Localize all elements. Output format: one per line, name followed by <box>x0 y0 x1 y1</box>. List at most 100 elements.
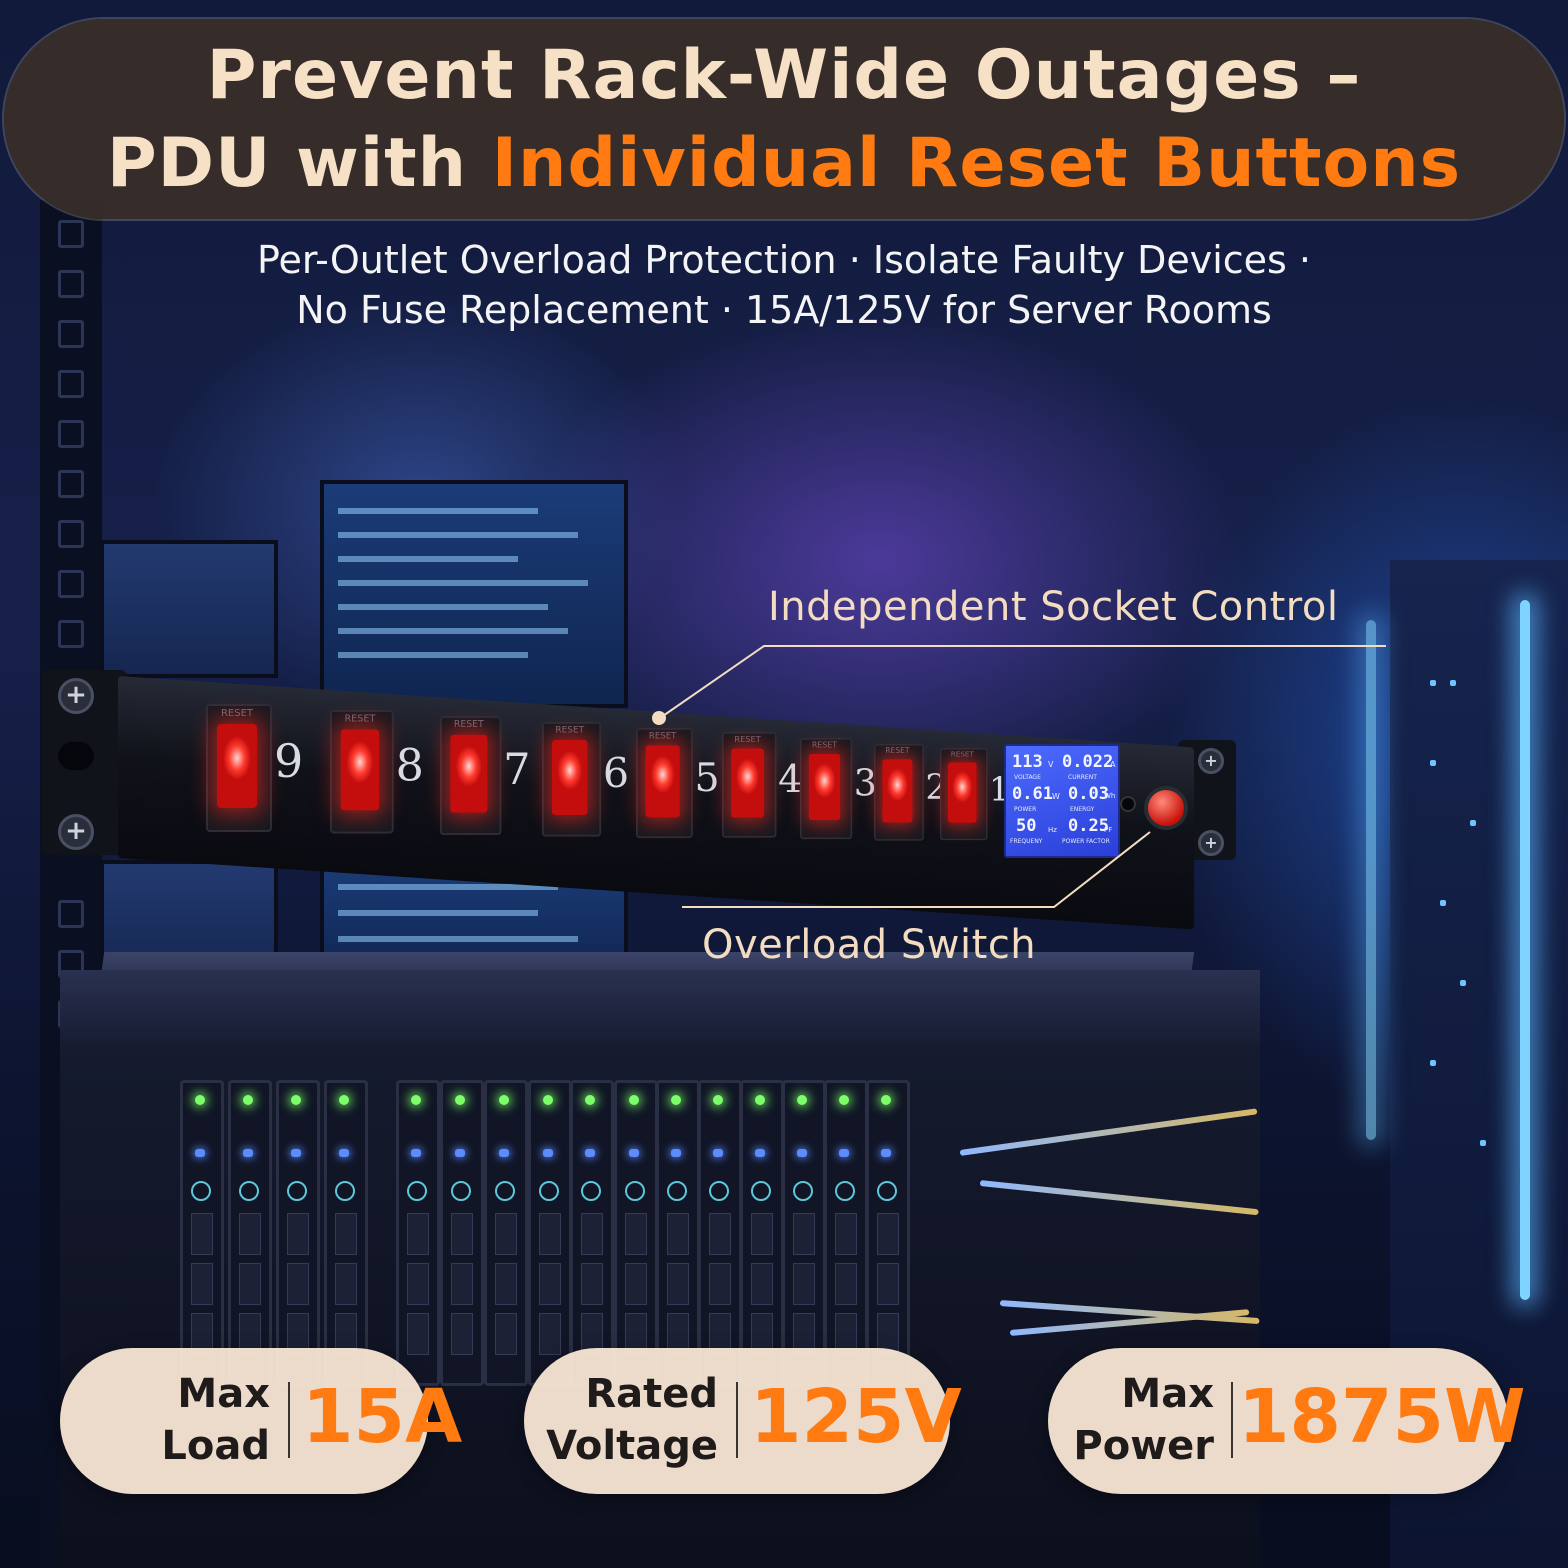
outlet-4-rocker-switch[interactable]: RESET 4 <box>722 732 802 838</box>
rocker[interactable] <box>882 759 913 823</box>
drive-bay <box>866 1080 910 1386</box>
outlet-7-rocker-switch[interactable]: RESET 7 <box>440 716 530 836</box>
power-factor-unit: PF <box>1104 826 1113 834</box>
drive-bay <box>276 1080 320 1386</box>
reset-label: RESET <box>648 731 677 741</box>
drive-bay <box>324 1080 368 1386</box>
power-factor-value: 0.25 <box>1068 816 1109 836</box>
socket-control-callout: Independent Socket Control <box>768 584 1339 630</box>
voltage-unit: V <box>1048 760 1054 769</box>
subtitle-line-2: No Fuse Replacement · 15A/125V for Serve… <box>296 288 1272 332</box>
rocker[interactable] <box>808 753 841 821</box>
drive-bay <box>528 1080 572 1386</box>
rocker[interactable] <box>340 729 380 811</box>
reset-label: RESET <box>220 708 254 719</box>
drive-bay <box>614 1080 658 1386</box>
headline-accent: Individual Reset Buttons <box>491 124 1462 203</box>
drive-bay <box>484 1080 528 1386</box>
power-label: POWER <box>1014 806 1037 813</box>
power-value: 0.61 <box>1012 784 1053 804</box>
reset-label: RESET <box>453 719 484 730</box>
mounting-screw-icon: + <box>1198 748 1224 774</box>
rocker[interactable] <box>217 724 257 808</box>
outlet-number: 8 <box>395 738 424 792</box>
indicator-hole <box>1120 796 1136 812</box>
title-banner <box>4 19 1564 219</box>
energy-value: 0.03 <box>1068 784 1109 804</box>
energy-label: ENERGY <box>1070 806 1095 813</box>
background-panel-left <box>100 540 278 678</box>
outlet-3-rocker-switch[interactable]: RESET 3 <box>800 738 877 840</box>
outlet-6-rocker-switch[interactable]: RESET 6 <box>542 722 629 837</box>
spec-divider <box>1231 1382 1233 1458</box>
voltage-label: VOLTAGE <box>1014 774 1041 781</box>
outlet-5-rocker-switch[interactable]: RESET 5 <box>636 728 720 839</box>
drive-bay <box>656 1080 700 1386</box>
headline-line-1: Prevent Rack-Wide Outages – <box>206 36 1362 115</box>
drive-bay <box>570 1080 614 1386</box>
spec-value: 125V <box>750 1374 962 1460</box>
outlet-number: 5 <box>694 753 720 801</box>
drive-bay <box>824 1080 868 1386</box>
drive-bay <box>396 1080 440 1386</box>
mounting-slot <box>58 742 94 770</box>
frequency-value: 50 <box>1016 816 1037 836</box>
reset-label: RESET <box>734 735 761 745</box>
reset-label: RESET <box>950 750 974 759</box>
overload-switch-callout: Overload Switch <box>702 922 1037 968</box>
drive-bay <box>180 1080 224 1386</box>
light-strip <box>1520 600 1530 1300</box>
reset-label: RESET <box>811 741 838 750</box>
power-meter-display: 113 V VOLTAGE 0.022 A CURRENT 0.61 W POW… <box>1004 744 1120 858</box>
drive-bay <box>440 1080 484 1386</box>
power-factor-label: POWER FACTOR <box>1062 838 1110 845</box>
light-strip-2 <box>1366 620 1376 1140</box>
rocker[interactable] <box>551 739 588 816</box>
reset-label: RESET <box>885 747 910 756</box>
spec-divider <box>736 1382 738 1458</box>
outlet-number: 6 <box>602 748 630 798</box>
voltage-value: 113 <box>1012 752 1043 772</box>
current-label: CURRENT <box>1068 774 1097 781</box>
rocker[interactable] <box>947 762 977 823</box>
drive-bay <box>740 1080 784 1386</box>
spec-value: 1875W <box>1238 1374 1526 1460</box>
socket-control-marker <box>652 711 666 725</box>
mounting-screw-icon: + <box>58 678 94 714</box>
rocker[interactable] <box>731 748 765 818</box>
headline-prefix: PDU with <box>106 124 492 203</box>
headline-line-2: PDU with Individual Reset Buttons <box>0 124 1568 203</box>
background-monitor <box>320 480 628 708</box>
outlet-number: 3 <box>853 761 877 805</box>
outlet-number: 4 <box>778 756 803 802</box>
rocker[interactable] <box>450 734 488 813</box>
reset-label: RESET <box>555 725 585 736</box>
mounting-screw-icon: + <box>1198 830 1224 856</box>
mounting-screw-icon: + <box>58 814 94 850</box>
rocker[interactable] <box>645 745 680 818</box>
current-value: 0.022 <box>1062 752 1114 772</box>
frequency-unit: Hz <box>1048 826 1057 834</box>
outlet-number: 7 <box>503 743 531 795</box>
spec-value: 15A <box>302 1374 463 1460</box>
spec-divider <box>288 1382 290 1458</box>
overload-reset-button[interactable] <box>1144 786 1188 830</box>
outlet-9-rocker-switch[interactable]: RESET 9 <box>206 704 303 832</box>
subtitle-line-1: Per-Outlet Overload Protection · Isolate… <box>256 238 1312 282</box>
power-unit: W <box>1052 792 1060 801</box>
drive-bay <box>698 1080 742 1386</box>
drive-bay <box>782 1080 826 1386</box>
energy-unit: Wh <box>1104 792 1116 800</box>
current-unit: A <box>1110 760 1116 769</box>
outlet-number: 9 <box>274 734 304 788</box>
frequency-label: FREQUENY <box>1010 838 1043 845</box>
